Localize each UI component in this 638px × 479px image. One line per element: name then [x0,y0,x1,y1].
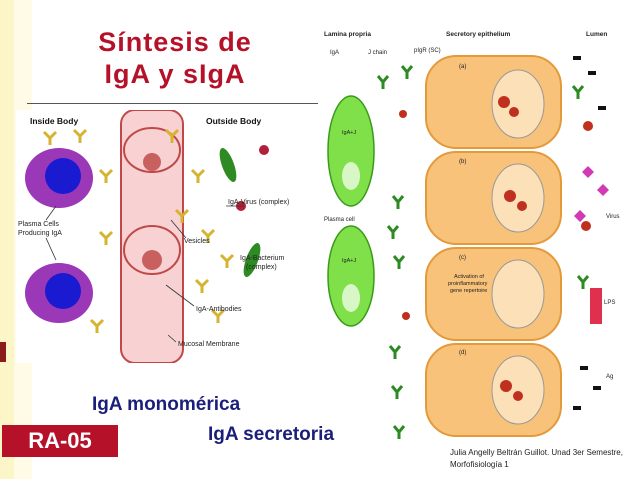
vesicle-dot [142,250,162,270]
j-chain-label: J chain [368,50,387,56]
virus-icon [259,145,269,155]
plasma-cell-nucleus [45,158,81,194]
pigr-label: pIgR (SC) [414,48,441,54]
right-figure: Lamina propria Secretory epithelium Lume… [318,26,623,444]
plasma-cell-nucleus [342,162,360,190]
iga-antibodies-label: IgA-Antibodies [196,306,242,313]
bacterium-icon [219,147,237,183]
iga-diagram: Inside Body Outside Body Plasma Cells Pr… [16,109,311,364]
lps-icon [590,288,602,324]
activation-label-3: gene repertoire [450,288,487,294]
siga-complexes [399,96,593,401]
panel-b-label: (b) [459,159,466,165]
antigen-particles [573,56,606,410]
title-line-1: Síntesis de [98,27,252,57]
plasma-cell-nucleus [45,273,81,309]
mucosal-layer [128,335,176,357]
credit-line-2: Morfofisiología 1 [450,460,509,469]
iga-bacterium-label-2: (complex) [246,264,277,271]
siga-transcytosis-diagram: Lamina propria Secretory epithelium Lume… [318,26,623,444]
plasma-cell-label: Plasma cell [324,217,355,223]
lps-label: LPS [604,300,615,306]
plasma-cells-label: Plasma Cells [18,221,59,228]
accent-mark [0,342,6,362]
virus-label: Virus [606,214,620,220]
slide-code-badge: RA-05 [2,425,118,457]
left-figure: Inside Body Outside Body Plasma Cells Pr… [16,109,311,364]
secretory-epithelium-label: Secretory epithelium [446,31,511,38]
lamina-propria-label: Lamina propria [324,31,371,38]
plasma-cell [327,225,375,327]
activation-label-1: Activation of [454,274,484,280]
decorative-side-bar [0,0,14,479]
ag-label: Ag [606,374,613,380]
plasma-cells-label-2: Producing IgA [18,230,62,237]
iga-label: IgA [330,50,339,56]
label-pointers [45,205,244,343]
title-divider [27,103,327,104]
plasma-cell-nucleus [342,284,360,312]
iga-j-label: IgA+J [342,130,356,136]
iga-j-label-2: IgA+J [342,258,356,264]
iga-antibodies [42,128,235,333]
credit-text: Julia Angelly Beltrán Guillot. Unad 3er … [450,447,635,471]
activation-label-2: proinflammatory [448,281,488,287]
panel-c-label: (c) [459,255,466,261]
plasma-cell [327,95,375,207]
epithelial-cells [425,55,562,437]
outside-body-label: Outside Body [206,116,262,126]
iga-bacterium-label: IgA-Bacterium [240,255,285,262]
mucosal-membrane-label: Mucosal Membrane [178,341,240,348]
vesicle-shape [123,127,181,173]
vesicles-label: Vesicles [184,238,210,245]
vesicle-dot [143,153,161,171]
iga-secretory-label: IgA secretoria [208,424,335,445]
credit-line-1: Julia Angelly Beltrán Guillot. Unad 3er … [450,448,623,457]
iga-monomeric-label: IgA monomérica [92,394,241,415]
slide-title: Síntesis de IgA y sIgA [55,26,295,90]
lumen-label: Lumen [586,31,607,38]
virus-icons [574,166,609,222]
bacterium-icon [243,242,261,278]
iga-virus-label: IgA-Virus (complex) [228,199,289,206]
inside-body-label: Inside Body [30,116,78,126]
panel-a-label: (a) [459,64,466,70]
title-line-2: IgA y sIgA [104,59,246,89]
iga-antibodies [376,65,590,439]
panel-d-label: (d) [459,350,466,356]
